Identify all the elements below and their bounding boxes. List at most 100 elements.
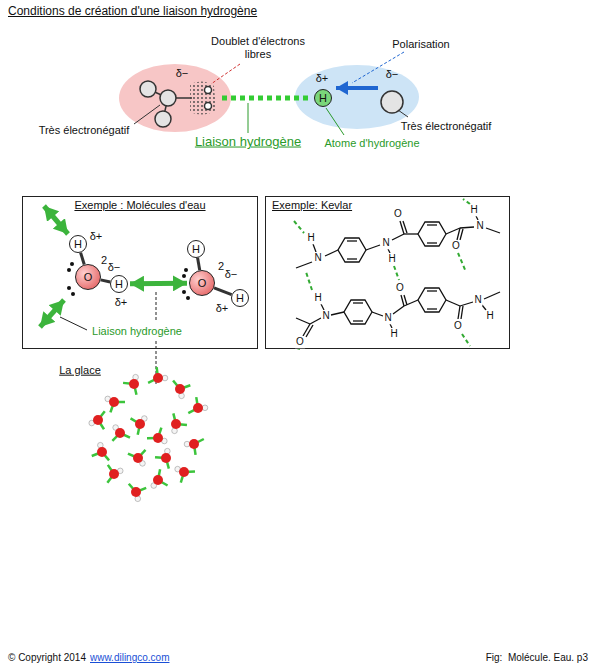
ice-oxygen [179, 467, 189, 477]
title-heading: Conditions de création d'une liaison hyd… [8, 4, 257, 18]
electronegative-region [295, 65, 419, 129]
charge-symbol: δ− [108, 261, 121, 274]
atom-symbol: H [192, 244, 200, 255]
lone-pair [182, 274, 186, 278]
lone-pair [182, 290, 186, 294]
ice-oxygen [175, 384, 185, 394]
right-atom [381, 91, 403, 113]
kevlar-bonds [401, 295, 404, 306]
kevlar-bonds [427, 308, 437, 309]
callout-label: Liaison hydrogène [92, 325, 182, 338]
atom-symbol: O [84, 272, 93, 283]
leader-line [398, 110, 408, 117]
hydrogen-bond-arrow [40, 206, 68, 327]
kevlar-bonds [325, 250, 338, 256]
atom-letter: H [485, 310, 494, 322]
ice-oxygen [93, 415, 103, 425]
ice-oxygen [109, 469, 119, 479]
lone-pair [70, 262, 74, 266]
atom-letter: O [453, 320, 463, 332]
ice-oxygen [97, 447, 107, 457]
kevlar-bonds [482, 305, 486, 310]
kevlar-bonds [303, 324, 310, 336]
leader-line [352, 52, 404, 83]
kevlar-bonds [403, 221, 407, 233]
leader-line [211, 64, 240, 84]
ice-oxygen [131, 487, 141, 497]
kevlar-hydrogen-bond [294, 199, 470, 349]
kevlar-bonds [321, 304, 324, 310]
kevlar-bonds [393, 306, 404, 314]
atom-circle: H [187, 240, 205, 258]
ice-oxygen [193, 403, 203, 413]
kevlar-bonds [418, 288, 446, 312]
kevlar-bonds [338, 238, 366, 262]
kevlar-bonds [461, 306, 463, 319]
right-atom [381, 91, 403, 113]
callout-label: Très électronégatif [401, 120, 492, 133]
atom-letter: N [475, 220, 484, 232]
hydrogen-bond-arrow [130, 281, 187, 287]
atom-symbol: H [236, 293, 244, 304]
atom-letter: N [473, 294, 482, 306]
left-molecule [205, 103, 212, 110]
ice-oxygen [133, 453, 143, 463]
kevlar-bonds [458, 306, 460, 319]
ice-oxygen [153, 373, 163, 383]
kevlar-bonds [404, 233, 418, 234]
kevlar-bonds [347, 240, 357, 241]
charge-symbol: δ− [176, 67, 189, 80]
charge-symbol: δ+ [316, 72, 329, 85]
leader-line [60, 292, 156, 384]
charge-symbol: δ− [386, 68, 399, 81]
lone-pair [67, 262, 190, 300]
atom-letter: H [469, 204, 478, 216]
kevlar-bonds [427, 290, 437, 291]
copyright-note: © Copyright 2014 [8, 652, 86, 664]
atom-letter: N [381, 237, 390, 249]
kevlar-bonds [353, 320, 363, 321]
charge-symbol: δ+ [216, 302, 229, 315]
ice-hydrogen [202, 405, 208, 411]
atom-letter: O [295, 336, 305, 348]
ice-hydrogen [184, 441, 190, 447]
leader-line [248, 103, 249, 133]
leader-line [134, 105, 160, 124]
atom-letter: O [451, 240, 461, 252]
callout-label: Atome d'hydrogène [324, 137, 419, 150]
kevlar-bonds [372, 312, 383, 316]
atom-letter: H [387, 253, 396, 265]
box-heading: Exemple : Molécules d'eau [29, 199, 251, 211]
kevlar-bonds [460, 227, 474, 228]
atom-letter: O [395, 282, 405, 294]
leader-line [156, 292, 157, 322]
leader-line [60, 317, 87, 330]
kevlar-bonds [353, 302, 363, 303]
electronegative-region [119, 64, 231, 132]
ice-oxygen [115, 428, 125, 438]
kevlar-hydrogen-bond [463, 199, 470, 204]
left-molecule [160, 90, 176, 106]
lone-pair [184, 268, 188, 272]
hydrogen-bond-arrow [40, 300, 64, 327]
hydrogen-bond-arrow [44, 206, 68, 234]
atom-symbol: O [198, 278, 207, 289]
ice-oxygen [135, 419, 145, 429]
atom-circle: H [314, 89, 332, 107]
kevlar-bonds [446, 228, 460, 234]
kevlar-bonds [418, 222, 446, 246]
kevlar-bonds [344, 300, 372, 324]
covalent-bond [214, 288, 232, 295]
atom-symbol: H [319, 93, 327, 104]
kevlar-hydrogen-bond [458, 253, 466, 272]
kevlar-bonds [484, 292, 500, 299]
website-link: www.dilingco.com [90, 652, 169, 664]
kevlar-bonds [296, 318, 310, 324]
lone-pair [67, 286, 71, 290]
kevlar-bonds [366, 245, 380, 250]
kevlar-bonds [331, 312, 344, 315]
kevlar-bonds [486, 228, 500, 233]
kevlar-bonds [460, 229, 463, 240]
atom-circle: H [69, 235, 87, 253]
